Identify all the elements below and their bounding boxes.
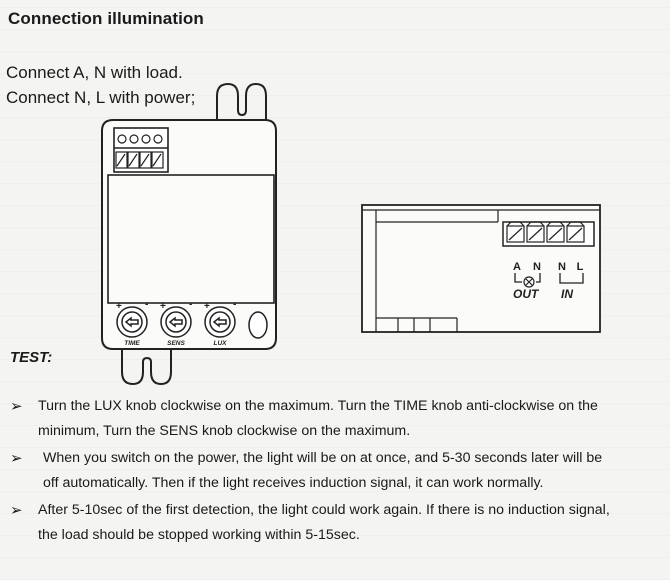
instruction-line: off automatically. Then if the light rec… bbox=[43, 475, 544, 491]
sign: - bbox=[233, 299, 236, 310]
out-label: OUT bbox=[513, 287, 540, 301]
instruction-item: ➢ When you switch on the power, the ligh… bbox=[10, 446, 640, 496]
sign: + bbox=[204, 301, 210, 312]
instruction-line: When you switch on the power, the light … bbox=[43, 450, 603, 466]
instruction-item: ➢ Turn the LUX knob clockwise on the max… bbox=[10, 394, 640, 444]
knob-sens bbox=[160, 306, 192, 338]
instruction-item: ➢ After 5-10sec of the first detection, … bbox=[10, 498, 640, 548]
terminal-clamps bbox=[506, 221, 585, 243]
instruction-line: minimum, Turn the SENS knob clockwise on… bbox=[38, 423, 411, 439]
terminal-a: A bbox=[513, 261, 521, 273]
sensor-lens bbox=[248, 311, 268, 339]
terminal-screws bbox=[115, 134, 164, 169]
terminal-l: L bbox=[577, 261, 584, 273]
sign: + bbox=[116, 301, 122, 312]
knob-label-sens: SENS bbox=[167, 340, 185, 347]
bullet-arrow-icon: ➢ bbox=[10, 502, 23, 519]
bottom-tabs bbox=[397, 318, 431, 332]
sign: - bbox=[189, 299, 192, 310]
knob-label-lux: LUX bbox=[214, 340, 228, 347]
instruction-line: the load should be stopped working withi… bbox=[38, 527, 360, 543]
instruction-line: After 5-10sec of the first detection, th… bbox=[38, 502, 610, 518]
sign: + bbox=[160, 301, 166, 312]
terminal-n-out: N bbox=[533, 261, 541, 273]
lamp-symbol-icon bbox=[523, 276, 535, 288]
knob-label-time: TIME bbox=[124, 340, 140, 347]
bullet-arrow-icon: ➢ bbox=[10, 450, 23, 467]
section-heading: Connection illumination bbox=[8, 9, 204, 28]
sign: - bbox=[145, 299, 148, 310]
terminal-n-in: N bbox=[558, 261, 566, 273]
connect-load-text: Connect A, N with load. bbox=[6, 63, 183, 82]
bullet-arrow-icon: ➢ bbox=[10, 398, 23, 415]
connect-power-text: Connect N, L with power; bbox=[6, 88, 196, 107]
test-heading: TEST: bbox=[10, 349, 53, 366]
knob-time bbox=[116, 306, 148, 338]
knob-lux bbox=[204, 306, 236, 338]
instruction-line: Turn the LUX knob clockwise on the maxim… bbox=[38, 398, 598, 414]
in-label: IN bbox=[561, 287, 573, 301]
